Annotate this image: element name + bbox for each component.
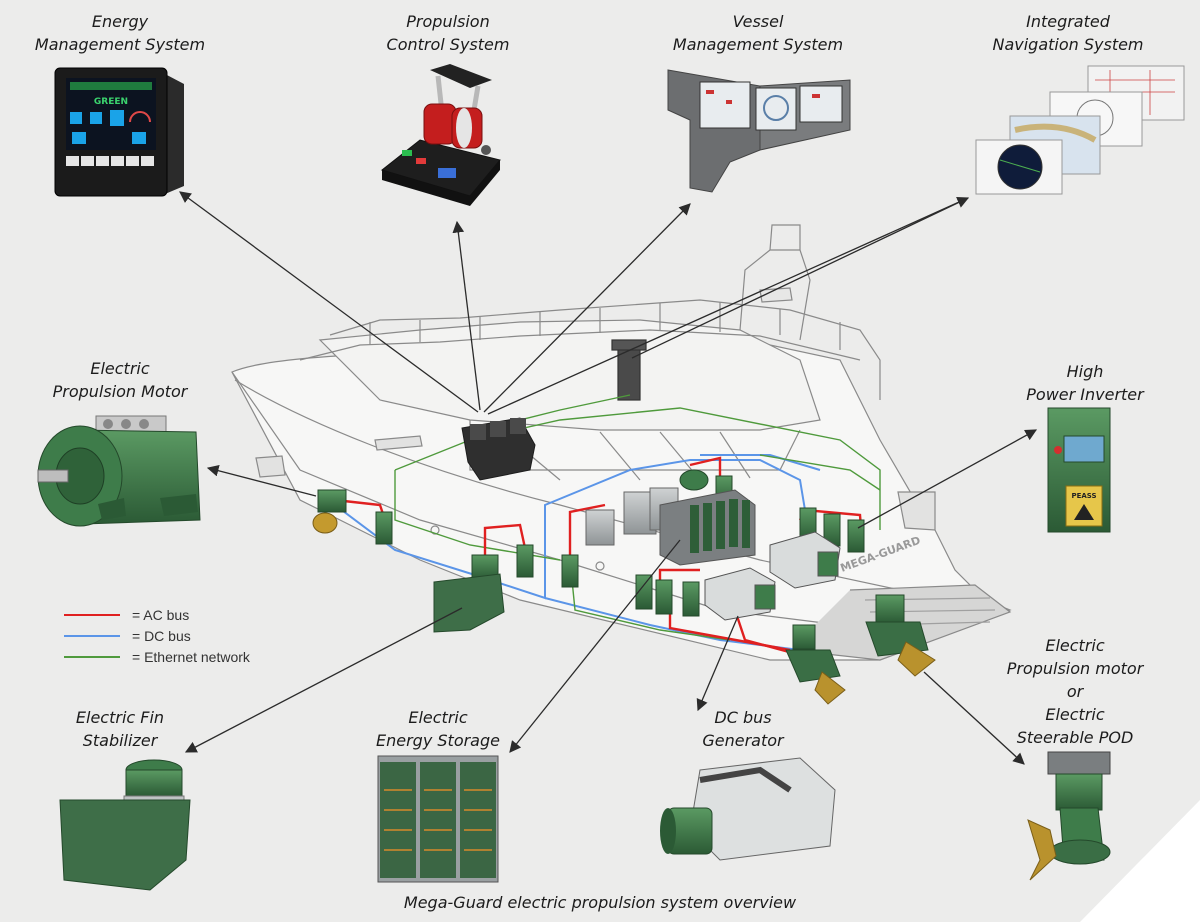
arrow-electric-motor	[206, 464, 317, 497]
legend-ac-swatch	[64, 613, 120, 616]
arrow-fin-stabilizer	[184, 607, 463, 753]
legend-dc-swatch	[64, 634, 120, 637]
arrow-energy-storage	[509, 539, 681, 753]
arrow-steerable-pod	[923, 671, 1025, 765]
vessel-management-console	[667, 69, 851, 193]
arrow-dc-generator	[696, 615, 739, 712]
legend-ethernet: = Ethernet network	[64, 646, 250, 667]
electric-fin-stabilizer-device	[59, 759, 191, 891]
energy-management-panel: GREEN	[54, 67, 184, 197]
arrow-integrated-navigation	[487, 196, 970, 415]
electric-propulsion-motor-device	[37, 415, 201, 527]
diagram-caption: Mega-Guard electric propulsion system ov…	[403, 893, 797, 912]
integrated-navigation-screens	[975, 65, 1185, 195]
arrow-navigation-console	[631, 197, 969, 359]
legend-dc-label: = DC bus	[132, 627, 191, 644]
legend-ethernet-swatch	[64, 655, 120, 658]
steerable-pod-device	[1027, 751, 1111, 881]
legend-ethernet-label: = Ethernet network	[132, 648, 250, 665]
corner-decoration	[1080, 800, 1200, 922]
onboard-components: MEGA-GUARD	[312, 417, 936, 705]
callout-arrows	[179, 191, 1038, 765]
legend-ac-label: = AC bus	[132, 606, 190, 623]
wiring-legend: = AC bus = DC bus = Ethernet network	[64, 604, 250, 667]
arrow-high-power-inverter	[857, 429, 1038, 529]
arrow-vessel-management	[483, 203, 691, 413]
inverter-brand-text: PEASS	[1071, 492, 1096, 500]
dc-bus-generator-device	[660, 757, 836, 861]
high-power-inverter-device: PEASS	[1047, 407, 1111, 533]
legend-dc-bus: = DC bus	[64, 625, 250, 646]
ems-screen-text: GREEN	[94, 97, 128, 107]
electric-energy-storage-device	[377, 755, 499, 883]
arrow-propulsion-control	[452, 220, 481, 411]
propulsion-control-device	[380, 64, 501, 206]
legend-ac-bus: = AC bus	[64, 604, 250, 625]
arrow-energy-management	[179, 191, 479, 413]
